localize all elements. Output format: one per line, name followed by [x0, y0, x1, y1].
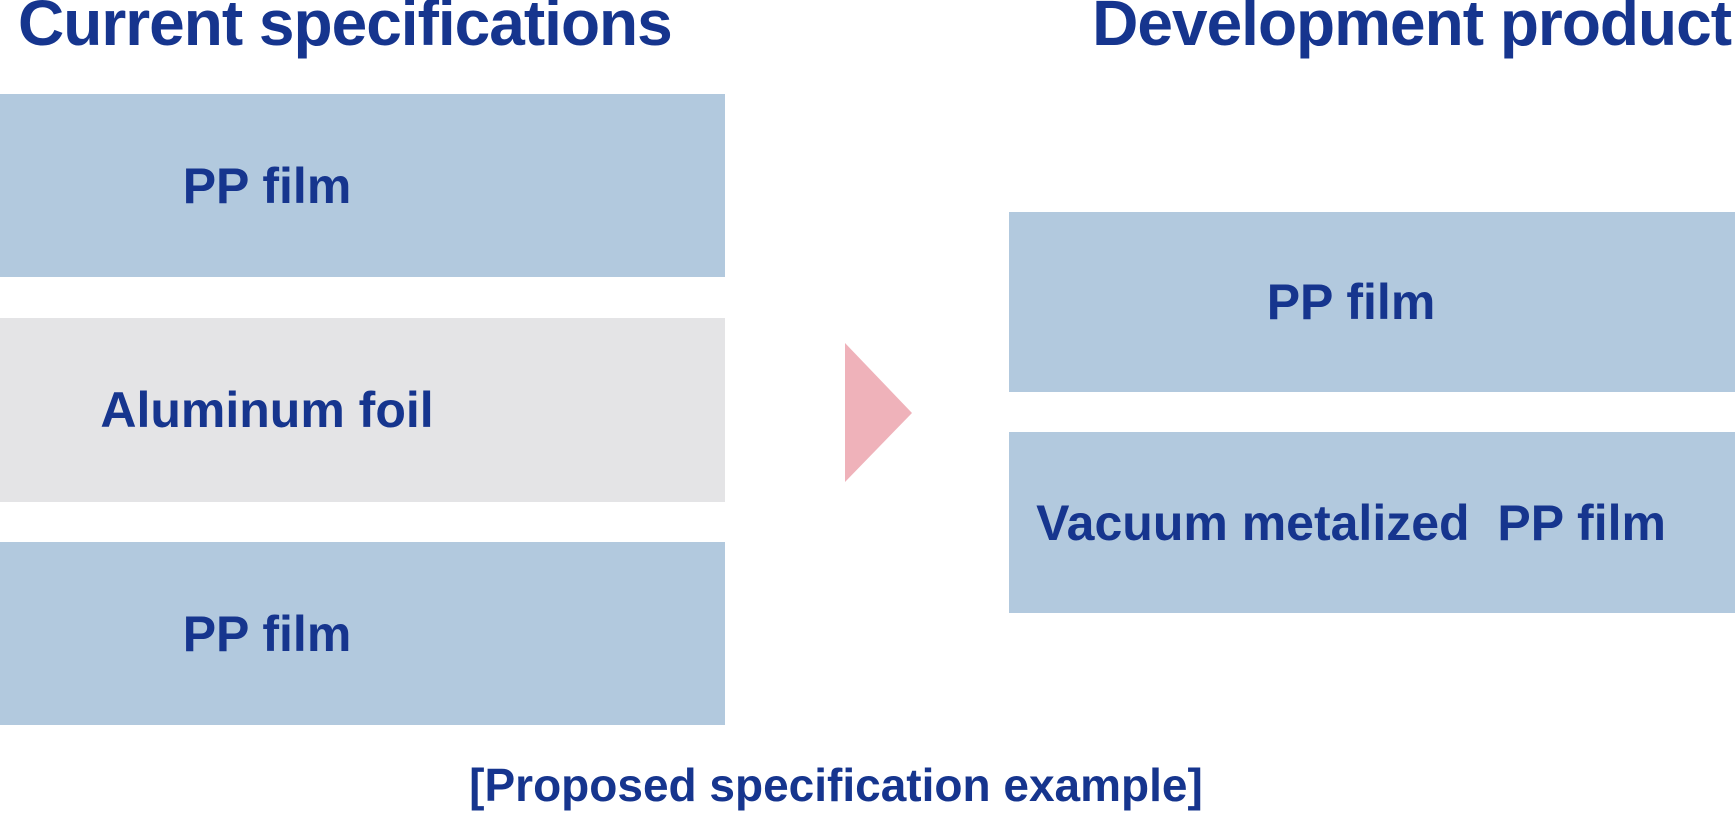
layer-label: Vacuum metalized PP film	[1036, 494, 1666, 551]
layer-label: PP film	[182, 157, 352, 214]
development-layer-pp-film: PP film	[1009, 212, 1735, 392]
current-specifications-title: Current specifications	[18, 0, 673, 59]
arrow-right-icon	[845, 343, 912, 482]
proposed-specification-caption: [Proposed specification example]	[469, 759, 1203, 811]
layer-label: PP film	[1266, 274, 1436, 330]
layer-label: Aluminum foil	[100, 382, 434, 438]
development-product-title: Development product	[1092, 0, 1732, 59]
current-layer-pp-film-bottom: PP film	[0, 542, 725, 725]
development-layer-vacuum-metalized-pp-film: Vacuum metalized PP film	[1009, 432, 1735, 613]
current-layer-aluminum-foil: Aluminum foil	[0, 318, 725, 502]
current-layer-pp-film-top: PP film	[0, 94, 725, 277]
layer-label: PP film	[182, 605, 352, 662]
